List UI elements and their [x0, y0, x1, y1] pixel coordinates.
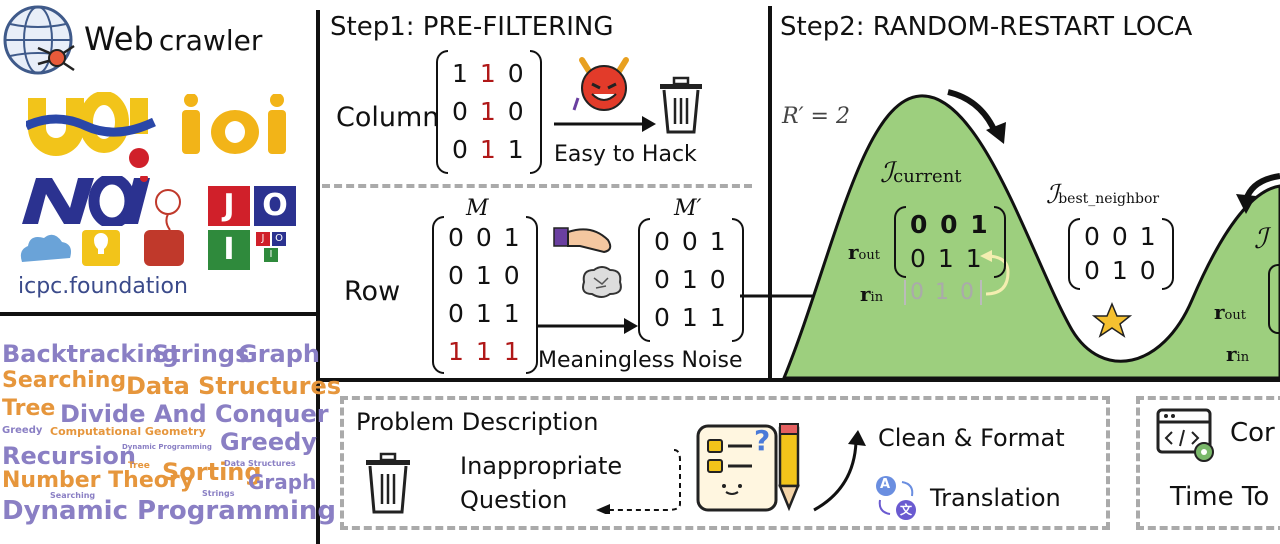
m-matrix: 0 0 1 0 1 0 0 1 1 1 1 1: [432, 216, 538, 374]
r-out-right-label: rout: [1214, 300, 1246, 324]
arrow-to-trash: [552, 114, 656, 134]
wc-word: Tree: [2, 396, 56, 421]
crawler-title: Web crawler: [84, 20, 263, 58]
wc-word: Graph: [238, 340, 320, 368]
crumpled-paper-icon: [578, 264, 626, 300]
wc-word: Dynamic Programming: [122, 443, 212, 451]
column-label: Column: [336, 102, 440, 133]
wc-word: Dynamic Programming: [2, 496, 336, 526]
trash-icon-bottom: [362, 452, 414, 514]
divider-left-horizontal: [0, 312, 318, 316]
ioi-logo: [180, 93, 292, 156]
translation-label: Translation: [930, 484, 1061, 512]
wc-word: Number Theory: [2, 468, 195, 493]
inappropriate-label: Inappropriate: [460, 452, 623, 480]
clean-format-label: Clean & Format: [878, 424, 1065, 452]
wc-word: Data Structures: [224, 459, 296, 468]
wc-word: Searching: [50, 491, 96, 500]
wc-word: Strings: [152, 340, 250, 368]
wc-word: Sorting: [162, 458, 262, 486]
right-matrix-bracket: [1268, 264, 1280, 334]
wc-word: Searching: [2, 368, 127, 393]
checklist-pencil-icon: ?: [696, 420, 808, 512]
wc-word: Strings: [202, 489, 235, 498]
landscape: [772, 60, 1280, 380]
uoi-logo: [24, 91, 156, 172]
easy-to-hack-label: Easy to Hack: [554, 142, 697, 167]
i-right-label: ℐ: [1254, 222, 1268, 255]
globe-spider-icon: [2, 4, 78, 80]
wc-word: Recursion: [2, 442, 136, 470]
bottom-dashed-box-right: [1136, 396, 1280, 530]
meaningless-noise-label: Meaningless Noise: [538, 348, 743, 373]
row-label: Row: [344, 276, 401, 307]
wc-word: Greedy: [2, 425, 43, 436]
icpc-icons: [18, 228, 198, 268]
joi-logo: J O I J O I: [208, 186, 300, 272]
i-best-neighbor-label: ℐbest_neighbor: [1046, 180, 1160, 210]
dashed-back-arrow: [594, 446, 684, 516]
step2-title: Step2: RANDOM-RESTART LOCA: [780, 12, 1193, 42]
divider-left-vertical: [316, 10, 320, 544]
bottom-dashed-box-left: [340, 396, 1110, 530]
wc-word: Tree: [128, 461, 150, 471]
translation-icon: A 文: [872, 474, 920, 522]
wc-word: Data Structures: [126, 372, 342, 400]
r-out-label: rout: [848, 240, 880, 264]
r-in-row: 0 1 0: [904, 280, 982, 305]
m-label: M: [466, 196, 489, 221]
current-matrix: 0 0 1 0 1 1: [894, 206, 1006, 278]
svg-text:?: ?: [754, 424, 770, 457]
icpc-foundation-text: icpc.foundation: [18, 274, 188, 299]
hand-icon: [552, 222, 618, 262]
r-in-right-label: rin: [1226, 342, 1250, 366]
wc-word: Backtracking: [2, 340, 179, 368]
step1-title: Step1: PRE-FILTERING: [330, 12, 614, 42]
wc-word: Computational Geometry: [50, 425, 206, 438]
wc-word: Greedy: [220, 428, 317, 456]
question-label: Question: [460, 486, 568, 514]
trash-icon-step1: [656, 76, 706, 134]
balloon-icon: [150, 186, 186, 231]
divider-horizontal: [318, 378, 1280, 382]
mprime-matrix: 0 0 1 0 1 0 0 1 1: [638, 218, 744, 342]
devil-icon: [572, 54, 636, 114]
cor-label: Cor: [1230, 418, 1275, 448]
i-current-label: ℐcurrent: [880, 156, 962, 189]
best-neighbor-matrix: 0 0 1 0 1 0: [1068, 218, 1174, 290]
code-settings-icon: [1156, 408, 1220, 464]
time-to-label: Time To: [1170, 482, 1270, 512]
rprime-label: R′ = 2: [782, 104, 850, 129]
wc-word: Divide And Conquer: [60, 400, 329, 428]
curved-arrow-up: [810, 428, 870, 512]
wc-word: Graph: [248, 470, 317, 494]
topic-wordcloud: Backtracking Strings Graph Searching Dat…: [0, 320, 341, 544]
column-matrix: 1 1 0 0 1 0 0 1 1: [436, 50, 542, 174]
arrow-m-to-mprime: [534, 316, 638, 336]
r-in-label: rin: [860, 282, 884, 306]
mprime-label: M′: [674, 196, 702, 221]
problem-description-label: Problem Description: [356, 408, 599, 436]
divider-mid-vertical: [768, 6, 772, 382]
divider-dashed: [322, 184, 752, 188]
noi-logo: [14, 173, 152, 229]
